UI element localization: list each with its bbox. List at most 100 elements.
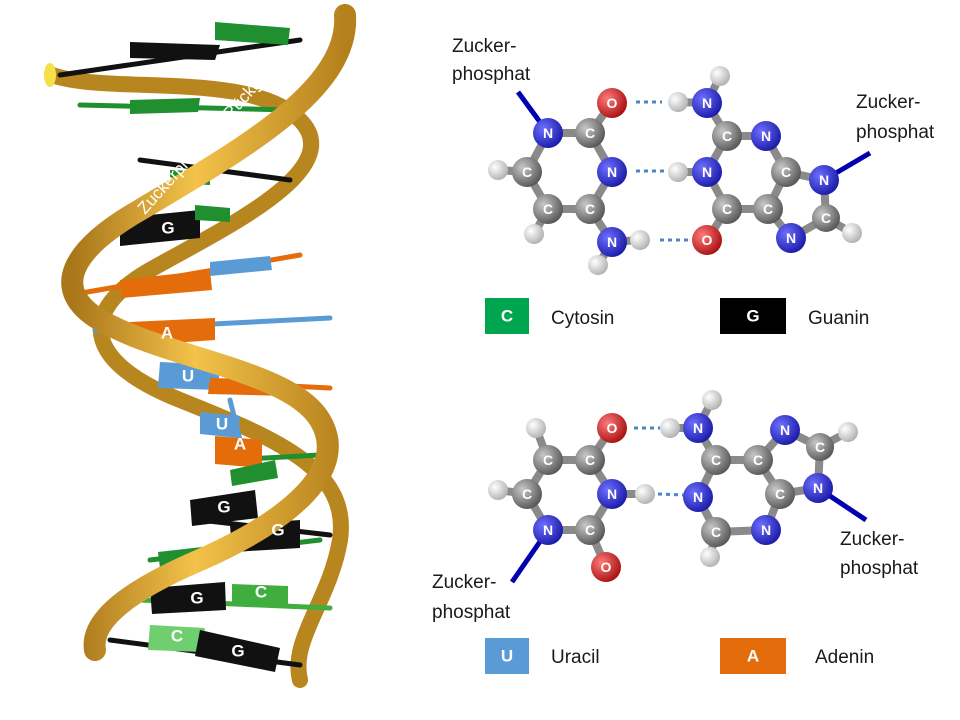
atom-label: N (607, 164, 617, 180)
atom-sphere (702, 390, 722, 410)
atom-sphere (597, 227, 627, 257)
cytosin-atoms: O N C C C C N N (512, 88, 627, 257)
base-label-a1: A (161, 324, 173, 343)
legend-key-u-letter: U (501, 647, 513, 666)
atom-sphere (488, 480, 508, 500)
atom-sphere (533, 118, 563, 148)
atom-label: N (543, 522, 553, 538)
legend-key-c (485, 298, 529, 334)
base-label-c1: C (255, 583, 267, 602)
atom-label: C (585, 452, 595, 468)
legend-key-g (720, 298, 786, 334)
atom-label: C (753, 452, 763, 468)
guanin-hydrogens (668, 66, 862, 243)
atom-label: N (607, 486, 617, 502)
atom-sphere (668, 92, 688, 112)
atom-label: O (607, 95, 618, 111)
atom-sphere (512, 479, 542, 509)
atom-label: C (585, 201, 595, 217)
guanin-atoms: N C N N C C C C N N O (692, 88, 840, 255)
atom-sphere (765, 479, 795, 509)
label-br-line2: phosphat (840, 558, 919, 579)
atom-sphere (770, 415, 800, 445)
atom-sphere (575, 515, 605, 545)
atom-label: O (702, 232, 713, 248)
label-tl-line1: Zucker- (452, 36, 516, 57)
legend-key-g-letter: G (746, 307, 759, 326)
atom-label: C (543, 201, 553, 217)
atom-sphere (660, 418, 680, 438)
legend-name-guanin: Guanin (808, 308, 869, 329)
base-label-a2: A (234, 435, 246, 454)
atom-sphere (597, 413, 627, 443)
label-zuckerphosphat-tr: Zucker- phosphat (856, 92, 935, 143)
atom-label: O (607, 420, 618, 436)
slab-blue-1 (210, 256, 272, 276)
base-label-g5: G (231, 642, 244, 661)
legend-row-1: C Cytosin G Guanin (485, 298, 869, 334)
atom-label: C (763, 201, 773, 217)
atom-sphere (488, 160, 508, 180)
atom-sphere (630, 230, 650, 250)
atom-sphere (597, 479, 627, 509)
uracil-hydrogens (488, 418, 655, 504)
atom-sphere (591, 552, 621, 582)
atom-sphere (751, 515, 781, 545)
atom-label: C (522, 486, 532, 502)
atom-label: C (722, 128, 732, 144)
atom-label: N (761, 522, 771, 538)
legend-key-a-letter: A (747, 647, 759, 666)
atom-sphere (635, 484, 655, 504)
atom-sphere (575, 194, 605, 224)
atom-label: N (702, 95, 712, 111)
atom-sphere (710, 66, 730, 86)
atom-sphere (588, 255, 608, 275)
atom-label: N (702, 164, 712, 180)
atom-sphere (809, 165, 839, 195)
legend-row-2: U Uracil A Adenin (485, 638, 874, 674)
adenin-atoms: N N C C N C C N N C (683, 413, 834, 547)
slab-orange-1 (120, 270, 212, 298)
atom-sphere (712, 121, 742, 151)
atom-sphere (524, 224, 544, 244)
label-bl-line1: Zucker- (432, 572, 496, 593)
uracil-atoms: O C C C N C N O (512, 413, 627, 582)
label-tr-line1: Zucker- (856, 92, 920, 113)
atom-sphere (533, 515, 563, 545)
molecule-cytosin-guanin: O N C C C C N N N C N N C C C C N N O Zu… (452, 36, 935, 275)
atom-sphere (838, 422, 858, 442)
base-label-g4: G (190, 589, 203, 608)
atom-label: C (722, 201, 732, 217)
legend-key-a (720, 638, 786, 674)
atom-sphere (753, 194, 783, 224)
label-br-line1: Zucker- (840, 529, 904, 550)
base-label-g2: G (217, 498, 230, 517)
backbone-back-strand (44, 67, 349, 688)
atom-label: C (781, 164, 791, 180)
legend-name-uracil: Uracil (551, 647, 600, 668)
atom-sphere (776, 223, 806, 253)
adenin-hydrogens (660, 390, 858, 567)
slab-g-5 (195, 630, 280, 672)
atom-label: N (607, 234, 617, 250)
atom-sphere (597, 157, 627, 187)
atom-label: C (585, 522, 595, 538)
atom-label: N (819, 172, 829, 188)
atom-sphere (700, 547, 720, 567)
slab-g-4 (150, 582, 226, 614)
backbone-end-cap (44, 63, 56, 87)
slab-u-2 (200, 412, 240, 438)
atom-sphere (751, 121, 781, 151)
atom-sphere (526, 418, 546, 438)
atom-sphere (692, 88, 722, 118)
slab-green-2 (130, 98, 200, 114)
slab-a-2 (215, 436, 262, 468)
atom-label: N (693, 489, 703, 505)
backbone-front-strand (61, 4, 357, 661)
atom-label: C (711, 452, 721, 468)
legend-name-adenin: Adenin (815, 647, 874, 668)
atom-label: N (813, 480, 823, 496)
atom-label: C (711, 524, 721, 540)
